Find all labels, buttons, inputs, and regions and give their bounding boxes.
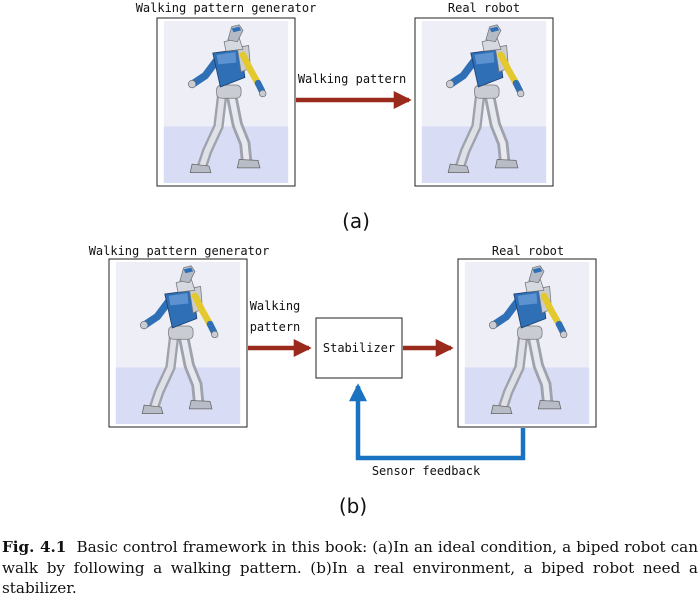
panel-b-right-robot-image	[465, 262, 589, 424]
figure-caption-text: Basic control framework in this book: (a…	[2, 538, 699, 597]
panel-a-arrow-label: Walking pattern	[298, 72, 406, 86]
panel-b-arrow-label-line2: pattern	[250, 320, 301, 334]
stabilizer-label: Stabilizer	[323, 341, 395, 355]
panel-b-left-robot-image	[116, 262, 240, 424]
sensor-feedback-label: Sensor feedback	[372, 464, 481, 478]
panel-b-right-title: Real robot	[492, 244, 564, 258]
panel-b-arrow-label-line1: Walking	[250, 299, 301, 313]
panel-a-left-robot-image	[164, 21, 288, 183]
panel-b-label: (b)	[339, 494, 367, 518]
stabilizer-box	[315, 317, 403, 379]
panel-a-right-title: Real robot	[448, 1, 520, 15]
panel-b: Walking pattern generator Walking patter…	[89, 244, 597, 518]
figure-number: Fig. 4.1	[2, 538, 67, 556]
panel-a: Walking pattern generator Walking patter…	[136, 1, 554, 233]
figure-caption: Fig. 4.1 Basic control framework in this…	[2, 537, 698, 599]
panel-a-right-robot-image	[422, 21, 546, 183]
panel-b-left-title: Walking pattern generator	[89, 244, 270, 258]
panel-a-label: (a)	[342, 209, 370, 233]
sensor-feedback-arrow	[349, 383, 526, 461]
panel-a-left-title: Walking pattern generator	[136, 1, 317, 15]
